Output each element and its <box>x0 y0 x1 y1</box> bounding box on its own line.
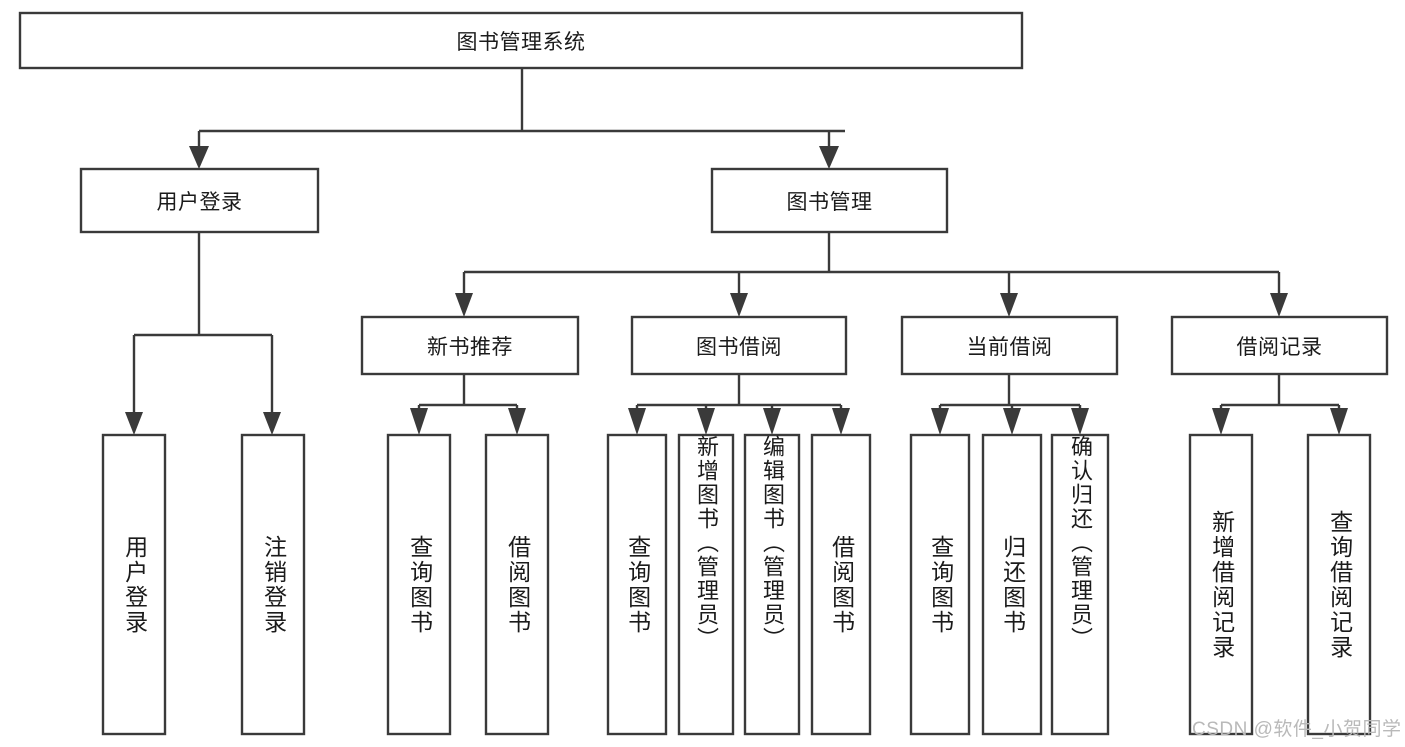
node-box-leaf-query-book-cur[interactable] <box>909 433 971 736</box>
node-box-leaf-query-book-rec[interactable] <box>386 433 452 736</box>
node-box-leaf-query-book-borrow[interactable] <box>606 433 668 736</box>
arrow-book-manage-to-borrowrecord <box>1270 293 1288 317</box>
arrow-book-manage-to-bookborrow <box>730 293 748 317</box>
node-box-leaf-query-record[interactable] <box>1306 433 1372 736</box>
arrow-bookborrow-to-leaf4 <box>832 408 850 435</box>
arrow-root-to-user-login <box>189 146 209 169</box>
arrow-newbook-to-leaf2 <box>508 408 526 435</box>
csdn-watermark: CSDN @软件_小贺同学 <box>1192 719 1402 740</box>
arrow-currentborrow-to-leaf3 <box>1071 408 1089 435</box>
node-box-leaf-return-book[interactable] <box>981 433 1043 736</box>
node-box-borrow-record[interactable] <box>1170 315 1389 376</box>
arrow-bookborrow-to-leaf3 <box>763 408 781 435</box>
node-box-leaf-user-logout[interactable] <box>240 433 306 736</box>
node-box-book-borrow[interactable] <box>630 315 848 376</box>
arrow-currentborrow-to-leaf2 <box>1003 408 1021 435</box>
node-box-current-borrow[interactable] <box>900 315 1119 376</box>
arrow-currentborrow-to-leaf1 <box>931 408 949 435</box>
arrow-borrowrecord-to-leaf2 <box>1330 408 1348 435</box>
arrow-user-login-to-leaf1 <box>125 412 143 435</box>
arrow-root-to-book-manage <box>819 146 839 169</box>
node-box-leaf-confirm-return[interactable] <box>1050 433 1110 736</box>
node-box-book-manage[interactable] <box>710 167 949 234</box>
node-box-leaf-add-book[interactable] <box>677 433 735 736</box>
node-box-leaf-edit-book[interactable] <box>743 433 801 736</box>
arrow-book-manage-to-newbook <box>455 293 473 317</box>
node-box-leaf-borrow-book[interactable] <box>810 433 872 736</box>
node-box-leaf-borrow-book-rec[interactable] <box>484 433 550 736</box>
node-box-leaf-user-login[interactable] <box>101 433 167 736</box>
node-box-new-book-recommend[interactable] <box>360 315 580 376</box>
arrow-bookborrow-to-leaf2 <box>697 408 715 435</box>
arrow-borrowrecord-to-leaf1 <box>1212 408 1230 435</box>
arrow-user-login-to-leaf2 <box>263 412 281 435</box>
arrow-bookborrow-to-leaf1 <box>628 408 646 435</box>
node-box-leaf-add-record[interactable] <box>1188 433 1254 736</box>
node-box-root[interactable] <box>18 11 1024 70</box>
arrow-newbook-to-leaf1 <box>410 408 428 435</box>
node-box-user-login[interactable] <box>79 167 320 234</box>
arrow-book-manage-to-currentborrow <box>1000 293 1018 317</box>
